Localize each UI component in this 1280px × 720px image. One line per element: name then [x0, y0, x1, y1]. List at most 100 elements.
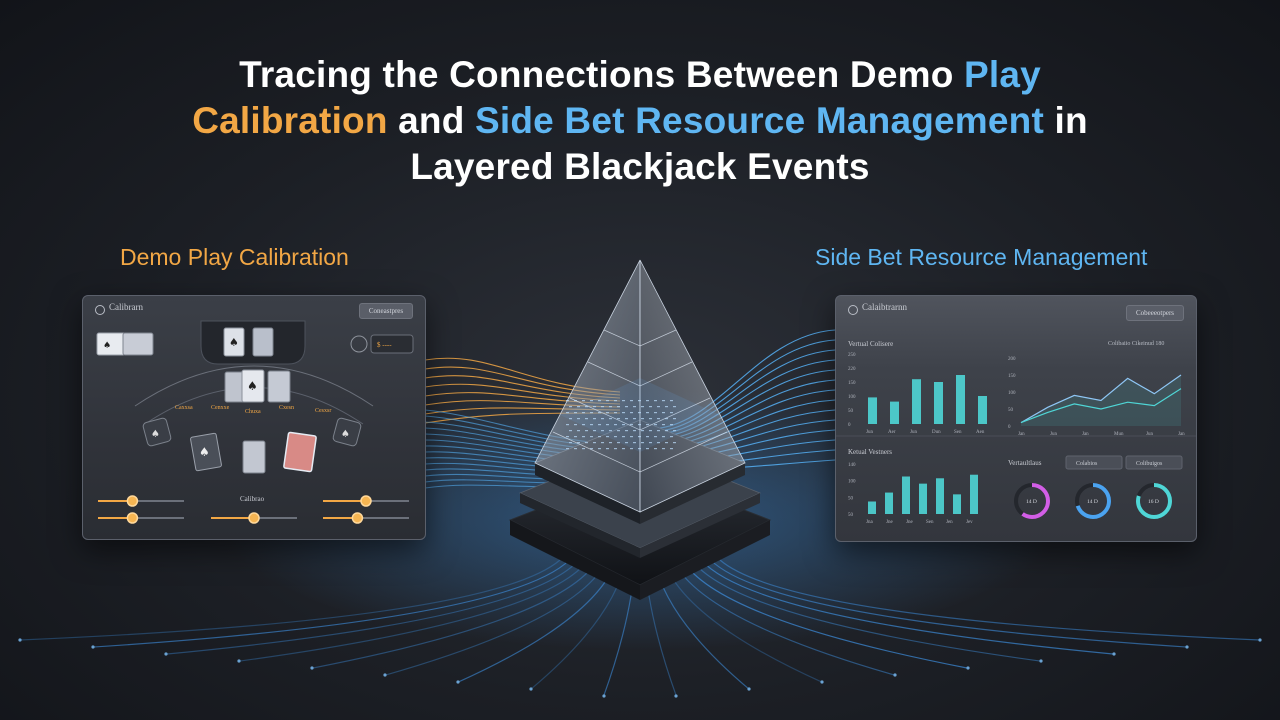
floor-node [602, 694, 605, 697]
x-tick-label: Sen [926, 520, 934, 525]
bar [885, 493, 893, 514]
data-dot [646, 436, 649, 437]
data-dot [614, 424, 617, 425]
data-dot [566, 436, 569, 437]
seat-cards[interactable]: ♠ ♠ ♠ [142, 417, 361, 473]
data-dot [641, 418, 644, 419]
data-dot [641, 406, 644, 407]
data-dot [649, 418, 652, 419]
floor-node [383, 673, 386, 676]
data-dot [638, 436, 641, 437]
x-tick-label: Dun [932, 430, 941, 435]
data-dot [590, 400, 593, 401]
data-dot [569, 442, 572, 443]
bar-chart-top-title: Vertual Colisere [848, 340, 893, 348]
data-dot [614, 400, 617, 401]
data-dot [601, 406, 604, 407]
x-tick-label: Jne [886, 520, 893, 525]
y-tick-label: 140 [848, 463, 856, 468]
data-dot [622, 412, 625, 413]
slider-knob[interactable] [249, 513, 259, 523]
data-dot [670, 400, 673, 401]
chip-icon[interactable] [351, 336, 367, 352]
svg-text:♠: ♠ [229, 336, 239, 349]
y-tick-label: 50 [848, 513, 854, 518]
data-dot [638, 400, 641, 401]
bet-display-text: $ ---- [377, 341, 392, 349]
bar-chart-bottom-title: Ketual Vestners [848, 448, 892, 456]
floor-node [820, 680, 823, 683]
data-dot [574, 448, 577, 449]
floor-node [456, 680, 459, 683]
bar [978, 396, 987, 424]
title-calibration: Calibration [192, 100, 387, 141]
slider-knob[interactable] [127, 496, 137, 506]
data-dot [662, 424, 665, 425]
data-dot [630, 412, 633, 413]
data-dot [654, 436, 657, 437]
title-text-3: Layered Blackjack Events [410, 146, 869, 187]
x-tick-label: Aen [976, 430, 985, 435]
gauges: 14 D14 D16 D [1016, 485, 1170, 517]
data-dot [662, 448, 665, 449]
player-hand[interactable]: ♠ [225, 370, 290, 402]
bar [953, 494, 961, 514]
data-dot [577, 418, 580, 419]
data-dot [585, 406, 588, 407]
side-bet-panel: Calaibtrarnn Cobeeeotpers Vertual Colise… [835, 295, 1197, 542]
data-dot [670, 448, 673, 449]
data-dot [577, 442, 580, 443]
data-dot [646, 448, 649, 449]
data-dot [622, 400, 625, 401]
data-dot [654, 448, 657, 449]
data-dot [582, 448, 585, 449]
data-dot [641, 430, 644, 431]
slider-knob[interactable] [361, 496, 371, 506]
data-dot [598, 436, 601, 437]
seat-label: Cenxxe [211, 405, 230, 411]
data-dot [630, 424, 633, 425]
data-dot [598, 400, 601, 401]
data-dot [614, 436, 617, 437]
floor-node [1039, 659, 1042, 662]
floor-node [1258, 638, 1261, 641]
data-dot [657, 430, 660, 431]
floor-node [91, 645, 94, 648]
y-tick-label: 150 [1008, 374, 1016, 379]
slider-knob[interactable] [127, 513, 137, 523]
title-in: in [1044, 100, 1088, 141]
data-dot [673, 418, 676, 419]
data-dot [566, 448, 569, 449]
data-dot [585, 442, 588, 443]
x-tick-label: Sen [954, 430, 962, 435]
data-dot [633, 442, 636, 443]
data-dot [601, 442, 604, 443]
bar [868, 397, 877, 424]
data-dot [673, 406, 676, 407]
data-dot [569, 418, 572, 419]
slider-knob[interactable] [352, 513, 362, 523]
gauge-value: 16 D [1148, 499, 1159, 505]
deck-cards: ♠ [97, 333, 153, 355]
bar [912, 379, 921, 424]
data-dot [662, 412, 665, 413]
data-dot [670, 412, 673, 413]
data-dot [654, 424, 657, 425]
data-dot [625, 430, 628, 431]
data-dot [569, 406, 572, 407]
data-dot [670, 424, 673, 425]
bar [919, 484, 927, 514]
data-dot [614, 412, 617, 413]
data-dot [646, 412, 649, 413]
bar-chart-bottom: 1401005050JnaJneJneSenJenJev [848, 463, 978, 525]
gauge-tabs[interactable]: ColabiosColibuigos [1066, 456, 1182, 469]
data-dot [638, 412, 641, 413]
data-dot [633, 406, 636, 407]
svg-text:♠: ♠ [103, 341, 111, 351]
bar [936, 478, 944, 514]
data-dot [598, 424, 601, 425]
floor-node [164, 652, 167, 655]
data-dot [630, 436, 633, 437]
data-dot [566, 424, 569, 425]
x-tick-label: Jun [910, 430, 917, 435]
